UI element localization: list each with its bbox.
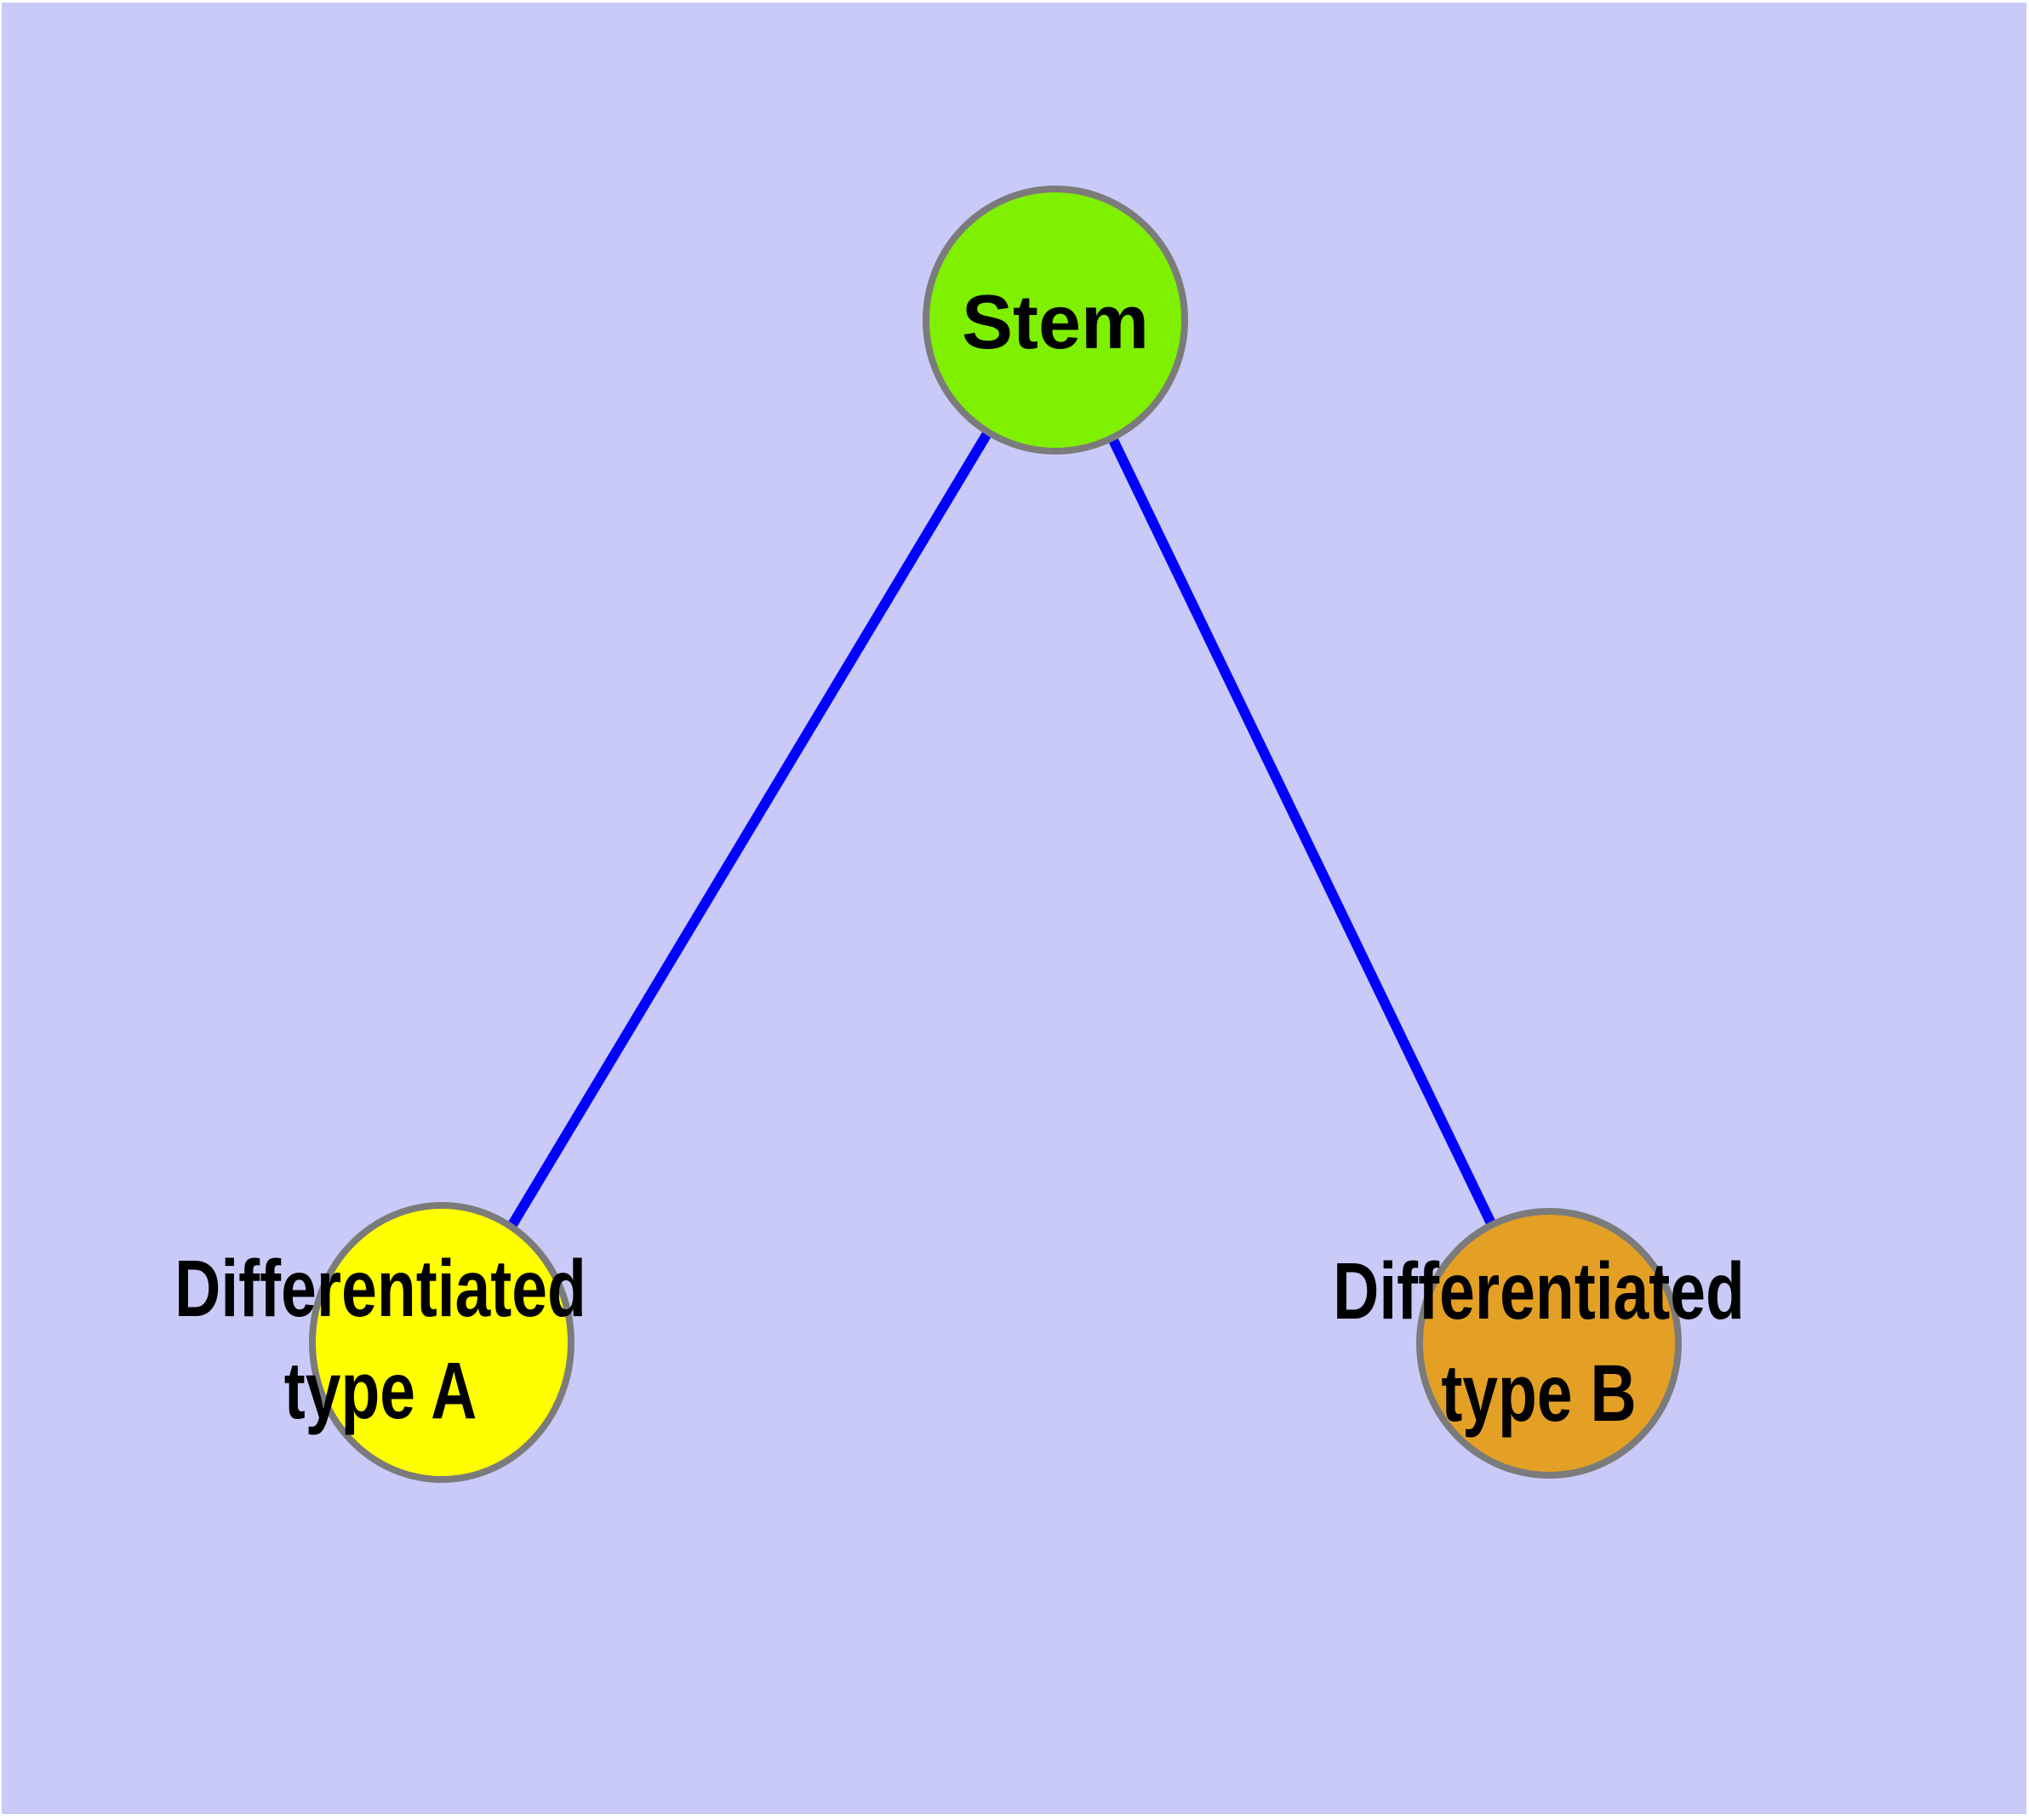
- node-type-b: [1416, 1208, 1682, 1479]
- edge-stem-to-type-b: [1050, 318, 1554, 1346]
- node-stem: [923, 186, 1188, 455]
- edge-stem-to-type-a: [437, 317, 1060, 1346]
- node-type-a: [309, 1202, 574, 1483]
